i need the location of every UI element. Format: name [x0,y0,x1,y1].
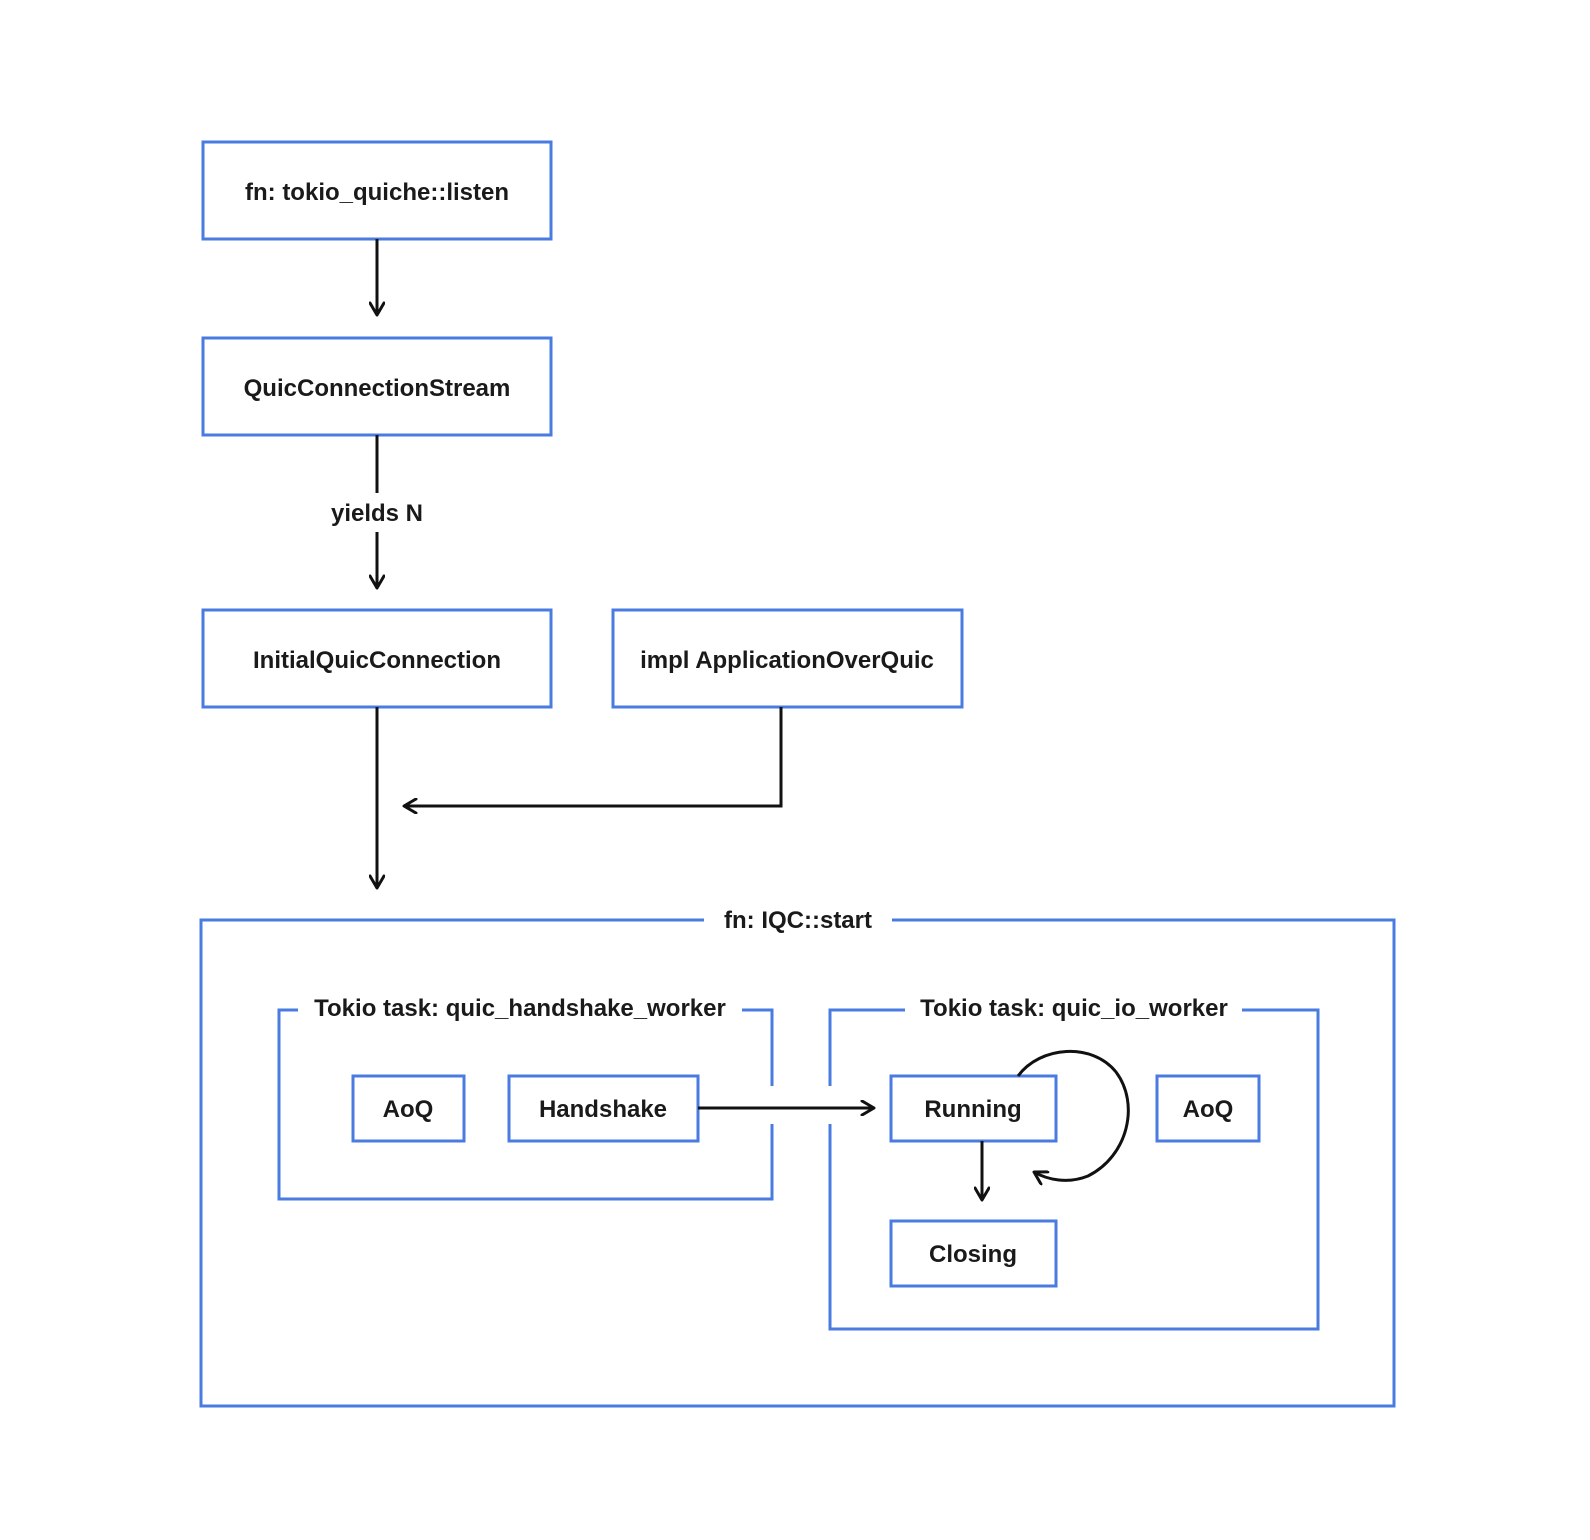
node-application-over-quic-label: impl ApplicationOverQuic [640,647,934,674]
node-handshake-aoq: AoQ [351,1074,466,1143]
group-iqc-start-border [199,918,1396,1408]
group-io-worker: Tokio task: quic_io_worker [828,995,1320,1331]
group-iqc-start-label: fn: IQC::start [724,907,872,934]
node-quic-connection-stream-label: QuicConnectionStream [244,375,511,402]
node-listen-label: fn: tokio_quiche::listen [245,179,509,206]
node-handshake-aoq-box [351,1074,466,1143]
node-handshake-label: Handshake [539,1096,667,1123]
node-quic-connection-stream-box [201,336,553,437]
group-io-worker-border [828,1008,1320,1331]
node-closing-box [889,1219,1058,1288]
node-io-aoq-label: AoQ [1183,1096,1234,1123]
node-application-over-quic-box [611,608,964,709]
node-closing-label: Closing [929,1241,1017,1268]
node-running: Running [889,1074,1058,1143]
node-quic-connection-stream: QuicConnectionStream [201,336,553,437]
node-initial-quic-connection-label: InitialQuicConnection [253,647,501,674]
node-handshake-aoq-label: AoQ [383,1096,434,1123]
node-running-box [889,1074,1058,1143]
node-initial-quic-connection: InitialQuicConnection [201,608,553,709]
node-listen: fn: tokio_quiche::listen [201,140,553,241]
node-io-aoq-box [1155,1074,1261,1143]
group-handshake-worker-border [277,1008,774,1201]
node-handshake-box [507,1074,700,1143]
node-listen-box [201,140,553,241]
group-handshake-worker-label: Tokio task: quic_handshake_worker [314,995,726,1022]
node-handshake: Handshake [507,1074,700,1143]
edge-app-to-main-line [404,707,783,806]
group-handshake-worker: Tokio task: quic_handshake_worker [277,995,774,1201]
node-running-label: Running [924,1096,1021,1123]
node-io-aoq: AoQ [1155,1074,1261,1143]
group-io-worker-label: Tokio task: quic_io_worker [920,995,1228,1022]
edge-running-self-loop [1016,1050,1130,1180]
edge-yields-label: yields N [331,500,423,527]
node-application-over-quic: impl ApplicationOverQuic [611,608,964,709]
group-iqc-start: fn: IQC::start [199,907,1396,1408]
node-closing: Closing [889,1219,1058,1288]
